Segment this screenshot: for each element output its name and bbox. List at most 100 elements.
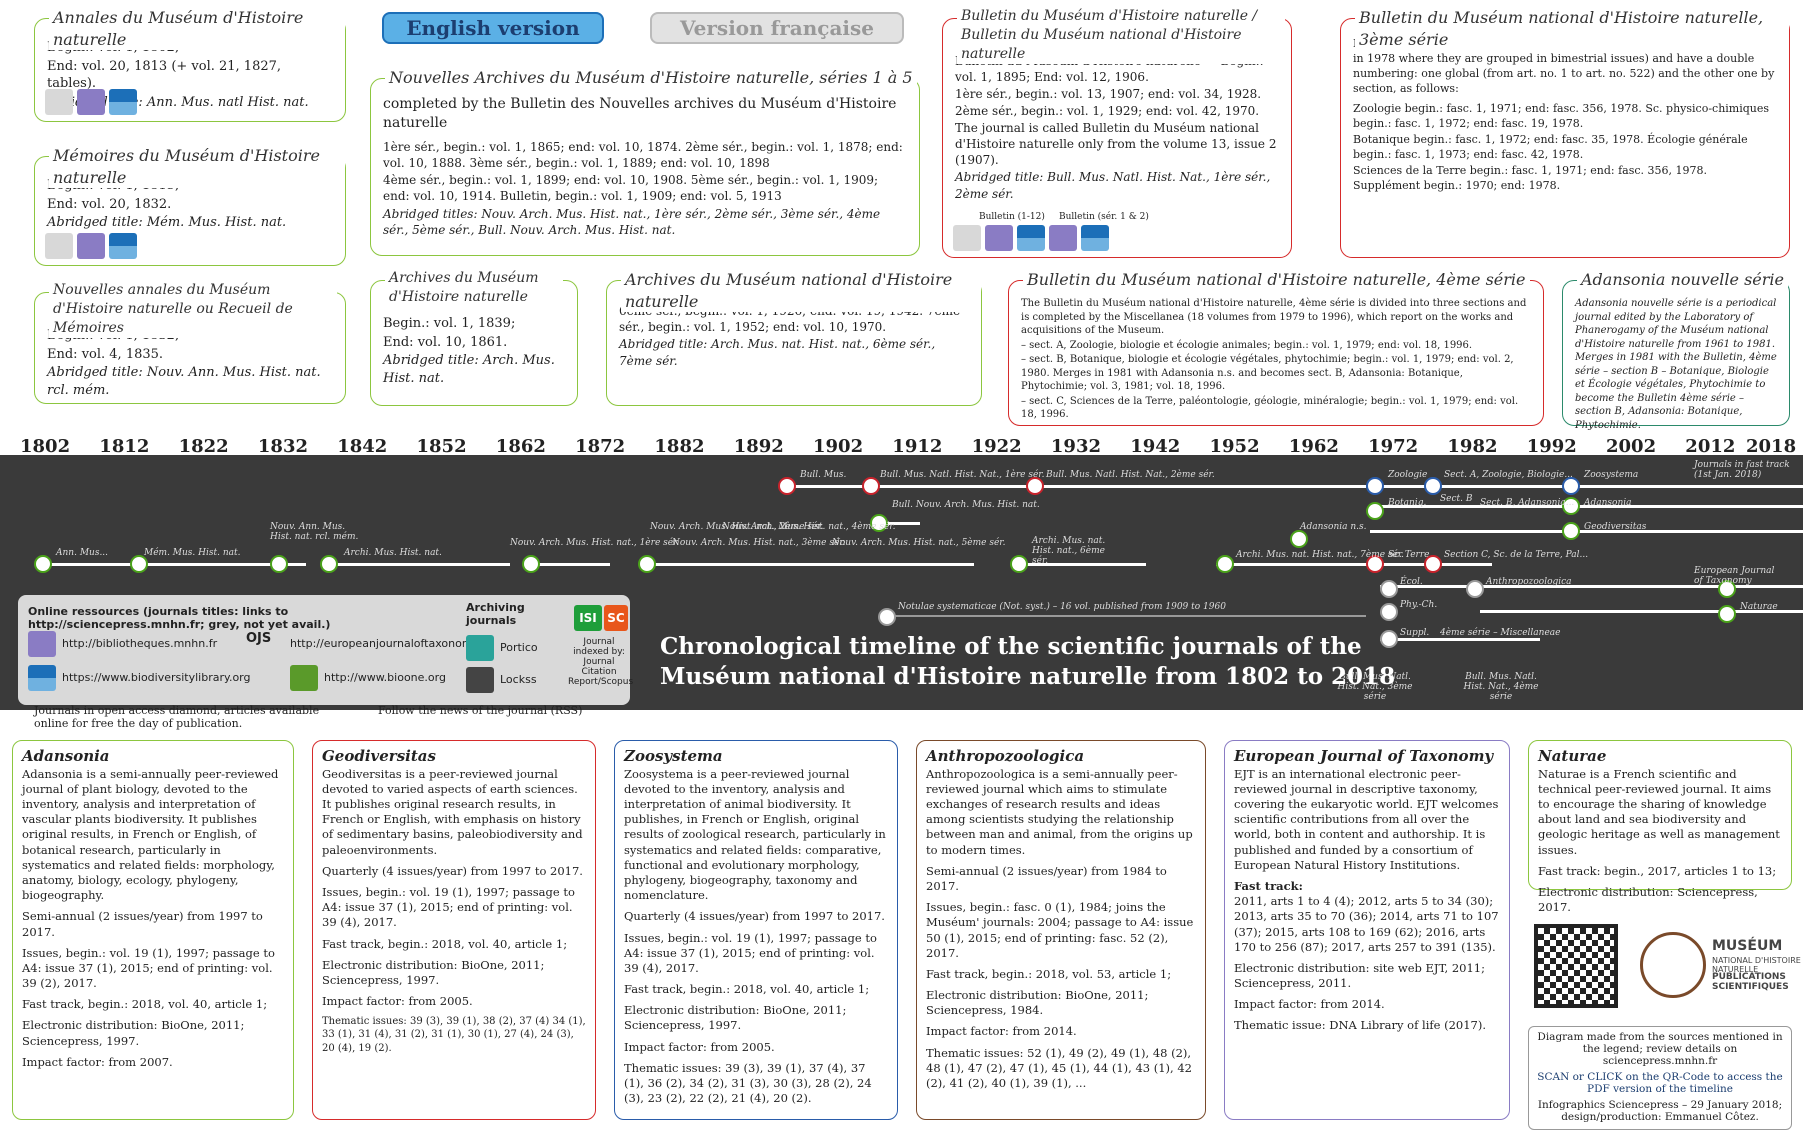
- node-eco[interactable]: [1380, 580, 1398, 598]
- node-annales[interactable]: [34, 555, 52, 573]
- node-geodiversitas[interactable]: [1562, 522, 1580, 540]
- node-notulae[interactable]: [878, 608, 896, 626]
- bulletin-3eme-box[interactable]: Bulletin du Muséum national d'Histoire n…: [1340, 7, 1790, 258]
- tl-label: Ann. Mus...: [56, 548, 109, 558]
- journal-issues: 2011, arts 1 to 4 (4); 2012, arts 5 to 3…: [1234, 894, 1499, 954]
- journal-fast: Fast track, begin.: 2018, vol. 40, artic…: [624, 982, 870, 997]
- bhl-icon[interactable]: [109, 89, 137, 115]
- english-version-button[interactable]: English version: [382, 12, 604, 44]
- library-icon[interactable]: [77, 89, 105, 115]
- year-label: 1982: [1447, 436, 1498, 457]
- nouvelles-archives-box[interactable]: Nouvelles Archives du Muséum d'Histoire …: [370, 67, 920, 256]
- journal-ejt[interactable]: European Journal of Taxonomy EJT is an i…: [1224, 740, 1510, 1120]
- node-bull2[interactable]: [1026, 477, 1044, 495]
- node-suppl[interactable]: [1380, 630, 1398, 648]
- bulletin4-sect-c: – sect. C, Sciences de la Terre, paléont…: [1021, 395, 1519, 421]
- archives-begin: Begin.: vol. 1, 1839;: [383, 316, 516, 331]
- journal-zoosystema[interactable]: Zoosystema Zoosystema is a peer-reviewed…: [614, 740, 898, 1120]
- nouvelles-annales-box[interactable]: Nouvelles annales du Muséum d'Histoire n…: [34, 281, 346, 404]
- year-label: 2002: [1606, 436, 1657, 457]
- node-nouvelles[interactable]: [270, 555, 288, 573]
- year-label: 1832: [257, 436, 308, 457]
- node-arch7[interactable]: [1216, 555, 1234, 573]
- adansonia-ns-box[interactable]: Adansonia nouvelle série Adansonia nouve…: [1562, 269, 1790, 431]
- library-icon[interactable]: [985, 225, 1013, 251]
- node-anthro[interactable]: [1466, 580, 1484, 598]
- journal-anthropozoologica[interactable]: Anthropozoologica Anthropozoologica is a…: [916, 740, 1206, 1120]
- bhl-icon[interactable]: [1017, 225, 1045, 251]
- tl-label: Nouv. Arch. Mus. Hist. nat., 5ème sér.: [832, 538, 1006, 548]
- node-na1[interactable]: [522, 555, 540, 573]
- node-arch6[interactable]: [1010, 555, 1028, 573]
- oa-note: Journals in open access diamond, article…: [34, 704, 320, 730]
- node-zoologie[interactable]: [1366, 477, 1384, 495]
- bulletin-box[interactable]: Bulletin du Muséum d'Histoire naturelle …: [942, 7, 1292, 258]
- journal-name: Zoosystema: [624, 747, 723, 765]
- node-adansonia[interactable]: [1562, 497, 1580, 515]
- legend-link-4[interactable]: http://www.bioone.org: [324, 671, 446, 684]
- timeline-line: [324, 563, 510, 566]
- journal-elec: Electronic distribution: BioOne, 2011; S…: [322, 957, 545, 987]
- node-bull1[interactable]: [862, 477, 880, 495]
- node-bna[interactable]: [870, 514, 888, 532]
- journal-issues: Issues, begin.: fasc. 0 (1), 1984; joins…: [926, 900, 1194, 960]
- qr-code[interactable]: [1534, 924, 1618, 1008]
- nouv-arch-subtitle: completed by the Bulletin des Nouvelles …: [383, 96, 897, 131]
- link-icon: [45, 89, 73, 115]
- bulletin-4eme-box[interactable]: Bulletin du Muséum national d'Histoire n…: [1008, 269, 1544, 426]
- tl-label: Anthropozoologica: [1486, 577, 1572, 587]
- journal-naturae[interactable]: Naturae Naturae is a French scientific a…: [1528, 740, 1792, 914]
- tl-label: Suppl.: [1400, 628, 1430, 638]
- legend-indexed: Journal indexed by: Journal Citation Rep…: [568, 637, 634, 687]
- legend-link-2[interactable]: http://europeanjournaloftaxonomy.eu: [290, 637, 495, 650]
- bulletin3-row3: Botanique begin.: fasc. 1, 1972; end: fa…: [1353, 133, 1748, 161]
- french-version-button[interactable]: Version française: [650, 12, 904, 44]
- archives-end: End: vol. 10, 1861.: [383, 334, 508, 350]
- journal-issues: Issues, begin.: vol. 19 (1), 1997; passa…: [22, 945, 275, 991]
- timeline-line-notulae: [886, 615, 1366, 617]
- adansonia-ns-title: Adansonia nouvelle série: [1577, 269, 1788, 291]
- node-phy[interactable]: [1380, 603, 1398, 621]
- node-bull[interactable]: [778, 477, 796, 495]
- memoires-box[interactable]: Mémoires du Muséum d'Histoire naturelle …: [34, 145, 346, 266]
- tl-label: Écol.: [1400, 577, 1423, 587]
- node-zoosystema[interactable]: [1562, 477, 1580, 495]
- node-adansonia-ns[interactable]: [1290, 530, 1308, 548]
- archives-abridged: Abridged title: Arch. Mus. Hist. nat.: [383, 353, 555, 386]
- credits-l2[interactable]: SCAN or CLICK on the QR-Code to access t…: [1537, 1071, 1783, 1095]
- node-sect-a[interactable]: [1424, 477, 1442, 495]
- journal-geodiversitas[interactable]: Geodiversitas Geodiversitas is a peer-re…: [312, 740, 596, 1120]
- node-na2[interactable]: [638, 555, 656, 573]
- node-section-c[interactable]: [1424, 555, 1442, 573]
- legend-link-3[interactable]: https://www.biodiversitylibrary.org: [62, 671, 251, 684]
- node-sc-terre[interactable]: [1366, 555, 1384, 573]
- bhl-icon[interactable]: [1081, 225, 1109, 251]
- library-icon[interactable]: [77, 233, 105, 259]
- bhl-icon[interactable]: [109, 233, 137, 259]
- annales-box[interactable]: Annales du Muséum d'Histoire naturelle B…: [34, 7, 346, 122]
- journal-desc: Geodiversitas is a peer-reviewed journal…: [322, 766, 583, 857]
- node-ejt[interactable]: [1718, 580, 1736, 598]
- adansonia-ns-text: Adansonia nouvelle série is a periodical…: [1575, 298, 1777, 431]
- journal-thematic: Thematic issue: DNA Library of life (201…: [1234, 1018, 1486, 1033]
- museum-logo-sub: NATIONAL D'HISTOIRE NATURELLE: [1712, 956, 1801, 974]
- legend-link-1[interactable]: http://bibliotheques.mnhn.fr: [62, 637, 218, 650]
- journal-desc: Adansonia is a semi-annually peer-review…: [22, 766, 279, 903]
- main-title-line1: Chronological timeline of the scientific…: [660, 633, 1362, 660]
- library-icon[interactable]: [1049, 225, 1077, 251]
- node-naturae[interactable]: [1718, 605, 1736, 623]
- node-botaniq[interactable]: [1366, 502, 1384, 520]
- year-label: 1902: [813, 436, 864, 457]
- legend-portico: Portico: [500, 641, 538, 654]
- journal-impact: Impact factor: from 2014.: [1234, 997, 1385, 1012]
- main-title: Chronological timeline of the scientific…: [660, 632, 1395, 692]
- journal-elec: Electronic distribution: BioOne, 2011; S…: [624, 1003, 847, 1033]
- tl-label: Nouv. Ann. Mus. Hist. nat. rcl. mém.: [270, 522, 359, 542]
- archives-national-box[interactable]: Archives du Muséum national d'Histoire n…: [606, 269, 982, 406]
- arch-national-title: Archives du Muséum national d'Histoire n…: [621, 269, 981, 313]
- tl-label: Bull. Mus. Natl. Hist. Nat., 4ème série: [1463, 672, 1539, 702]
- journal-adansonia[interactable]: Adansonia Adansonia is a semi-annually p…: [12, 740, 294, 1120]
- archives-box[interactable]: Archives du Muséum d'Histoire naturelle …: [370, 269, 578, 406]
- node-memoires[interactable]: [130, 555, 148, 573]
- node-archives[interactable]: [320, 555, 338, 573]
